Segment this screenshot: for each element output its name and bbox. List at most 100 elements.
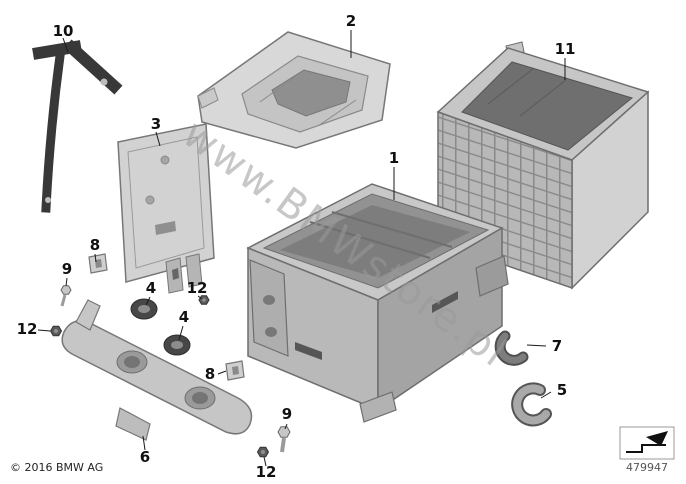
callout-6: 6 [140,448,150,466]
part-12-nut-a [49,325,63,337]
tray-left-slot [295,342,322,360]
callout-12c: 12 [256,463,277,481]
cover-left-tab [197,87,219,109]
callout-2: 2 [346,12,356,30]
tray-clamp-bracket [475,255,509,297]
tray-right-face [377,226,503,412]
screw-shaft [280,437,286,453]
grommet-hole [171,341,183,349]
callout-12a: 12 [187,279,208,297]
leader-line [62,37,69,53]
tray-bracket-hole [263,295,275,305]
part-4-rubber-grommet-b [163,334,191,356]
screw-head [60,285,72,295]
leader-line [145,296,151,306]
leader-line [540,391,552,399]
direction-of-travel-icon [619,426,675,460]
tray-side-bracket [249,259,289,357]
plate-tab [185,253,203,288]
tray-bracket-hole [265,327,277,337]
nut-hole [202,298,206,302]
leader-line [94,253,97,263]
leader-line [155,131,161,147]
screw-head [277,426,291,438]
part-2-battery-cover [197,31,391,149]
part-1-battery-tray [246,183,509,423]
box-cavity [461,61,634,151]
screw-shaft [60,294,67,307]
box-cavity-shade [487,67,535,105]
grommet-hole [138,305,150,313]
part-10-holder-bracket [32,39,123,213]
clip-slot [95,259,102,268]
part-6-support-bracket [61,299,253,441]
support-bracket-hole-inner [192,392,208,404]
support-bracket-arm [75,299,101,331]
part-9-screw-b [277,426,291,453]
plate-tab-slot [172,268,179,280]
callout-4b: 4 [179,308,189,326]
sleeve-body [496,332,527,364]
tray-divider [331,211,453,248]
copyright-text: © 2016 BMW AG [10,461,103,474]
leader-line [37,329,51,332]
bracket-hole-bottom [45,197,51,203]
plate-boss [145,195,155,205]
callout-12b: 12 [17,320,38,338]
plate-slot [155,221,176,235]
part-4-rubber-grommet-a [130,298,158,320]
leader-line [65,277,68,287]
callout-9a: 9 [62,260,72,278]
callout-8b: 8 [205,365,215,383]
leader-lines [37,30,566,467]
leader-line [142,435,146,451]
callout-9b: 9 [282,405,292,423]
callout-10: 10 [53,22,74,40]
direction-step-line [626,444,666,453]
plate-body [117,123,215,283]
support-bracket-body [61,319,253,435]
callout-4a: 4 [146,279,156,297]
leader-line [217,370,227,375]
cover-recess [271,69,351,117]
callout-labels: 10 2 11 3 1 8 9 4 12 4 12 8 7 5 9 6 12 [17,12,576,481]
callout-5: 5 [557,381,567,399]
part-number: 479947 [626,461,668,474]
nut-hole [261,450,265,454]
tray-divider [309,221,431,259]
box-cavity-shade [519,79,567,117]
clip-slot [232,366,239,375]
direction-arrow [646,431,668,446]
tray-foot [359,391,397,423]
leader-line [263,456,267,467]
part-8-clip-a [88,253,108,274]
nut-hole [54,329,58,333]
callout-3: 3 [151,115,161,133]
callout-1: 1 [389,149,399,167]
bracket-hole-top [100,78,108,86]
callout-11: 11 [555,40,576,58]
part-9-screw-a [60,285,72,307]
leader-line [197,295,203,300]
leader-line [526,344,547,347]
part-12-nut-b [198,295,210,305]
leader-line [284,423,288,430]
plate-inner-line [127,136,205,269]
support-bracket-foot [115,407,151,441]
support-bracket-hole-inner [124,356,140,368]
bracket-leg [41,50,66,213]
part-7-rubber-sleeve [494,330,529,366]
part-12-nut-c [256,446,270,458]
part-3-mounting-plate [117,123,215,294]
cover-rib-line [317,99,357,127]
callout-8a: 8 [90,236,100,254]
leader-line [178,325,184,341]
plate-boss [160,155,170,165]
bracket-diagonal-arm [63,39,123,95]
part-5-clamp [511,382,552,427]
cover-rib-line [259,75,297,103]
tray-right-slot [432,291,458,313]
callout-7: 7 [552,337,562,355]
